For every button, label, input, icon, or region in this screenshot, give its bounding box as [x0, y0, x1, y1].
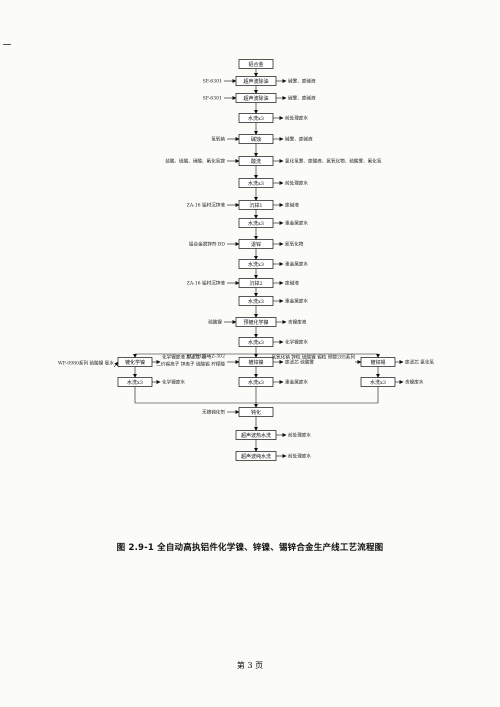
step-s18-label: 超声波热水洗: [241, 432, 271, 439]
binding-mark: [3, 44, 11, 45]
step-s4: [238, 134, 274, 144]
step-s1-label: 超声波除油: [243, 78, 268, 85]
output-s9: 氮氧化物: [285, 241, 304, 248]
output-s16: 重金属废水: [285, 379, 308, 386]
branch-right-output-2: 含镍废水: [405, 379, 424, 386]
step-s7: [238, 200, 274, 210]
input-s11: ZA-16 铝材沉锌液: [187, 280, 226, 287]
branch-right-r1: [360, 357, 396, 367]
step-s19-label: 超声波纯水洗: [241, 453, 271, 460]
branch-right-r1-label: 镀锌锡: [370, 359, 385, 366]
output-s8: 重金属废水: [285, 220, 308, 227]
output-s10: 重金属废水: [285, 261, 308, 268]
step-s0: [238, 59, 274, 69]
branch-left-output-1: 化学镍废液 废滤芯 氨气: [162, 354, 211, 361]
step-s2-label: 超声波除油: [243, 95, 268, 102]
output-s4: 碱雾、废碱液: [285, 136, 313, 143]
output-s7: 废碱液: [285, 202, 299, 209]
branch-right-input: 氢氧化钠 锌粒 硫酸镍 锡粒 侧镀285系列: [271, 354, 355, 361]
output-s3: 前处理废水: [285, 115, 308, 122]
input-extra-s15: 二价锡离子 锌离子 硫酸锡 柠檬酸: [156, 361, 225, 368]
process-flow-diagram: 铝合金超声波除油碱雾、废碱液SF-6301超声波除油碱雾、废碱液SF-6301水…: [58, 59, 434, 461]
step-s16: [238, 377, 274, 387]
step-s10: [238, 259, 274, 269]
step-s6-label: 水洗x3: [248, 180, 264, 187]
page-number: 第 3 页: [236, 661, 264, 670]
step-s15-label: 镀锌镍: [248, 359, 263, 366]
output-s18: 前处理废水: [288, 432, 311, 439]
step-s4-label: 碱蚀: [251, 136, 261, 143]
step-s13: [235, 317, 277, 327]
output-s19: 前处理废水: [288, 453, 311, 460]
diagram-edges: [113, 68, 404, 458]
step-s10-label: 水洗x3: [248, 261, 264, 268]
branch-left-output-2: 化学镍废水: [162, 379, 185, 386]
step-s8: [238, 218, 274, 228]
output-s14: 化学镍废水: [285, 339, 308, 346]
branch-left-input: WF-0980系列 硫酸镍 氨水: [58, 360, 114, 367]
output-s6: 前处理废水: [285, 180, 308, 187]
branch-left-l2: [117, 377, 153, 387]
output-s15: 废滤芯 硫酸雾: [285, 359, 314, 366]
input-s1: SF-6301: [203, 79, 222, 85]
step-s8-label: 水洗x3: [248, 220, 264, 227]
step-s3: [238, 113, 274, 123]
input-s5: 盐酸、硫酸、硝酸、氟化氢铵: [165, 158, 225, 165]
output-s2: 碱雾、废碱液: [288, 95, 316, 102]
step-s17: [238, 407, 274, 417]
branch-left-l2-label: 水洗x3: [127, 379, 143, 386]
branch-left-input-arrow: [113, 361, 119, 368]
step-s16-label: 水洗x3: [248, 379, 264, 386]
output-s12: 重金属废水: [285, 298, 308, 305]
branch-right-output-1: 废滤芯 氯化氢: [405, 359, 434, 366]
step-s9: [238, 239, 274, 249]
output-s5: 氯化氢雾、废酸液、氮氧化物、硫酸雾、氟化氢: [285, 158, 382, 165]
step-s14: [238, 337, 274, 347]
branch-right-r2: [360, 377, 396, 387]
input-s2: SF-6301: [203, 96, 222, 102]
step-s15: [238, 357, 274, 367]
step-s11-label: 沉锌2: [249, 280, 262, 287]
step-s18: [235, 430, 277, 440]
step-s13-label: 预镀化学镍: [243, 319, 268, 326]
step-s5: [238, 156, 274, 166]
output-s1: 碱雾、废碱液: [288, 78, 316, 85]
input-s4: 氢氧钠: [211, 136, 225, 143]
input-s15: ELPHOX-AZ-302: [186, 354, 225, 360]
step-s11: [238, 278, 274, 288]
input-s17: 无铬钝化剂: [202, 409, 225, 416]
step-s6: [238, 178, 274, 188]
step-s12-label: 水洗x3: [248, 298, 264, 305]
step-s14-label: 水洗x3: [248, 339, 264, 346]
input-s7: ZA-16 铝材沉锌液: [187, 202, 226, 209]
step-s12: [238, 296, 274, 306]
step-s19: [235, 451, 277, 461]
input-s13: 硫酸镍: [208, 319, 222, 326]
branch-left-l1-label: 镀化学镍: [125, 359, 145, 366]
branch-right-r2-label: 水洗x3: [370, 379, 386, 386]
input-s9: 铝合金脱锌剂 BD: [189, 241, 225, 248]
output-s13: 含镍废液: [288, 319, 307, 326]
step-s5-label: 酸洗: [251, 158, 261, 165]
branch-left-l1: [117, 357, 153, 367]
step-s1: [235, 76, 277, 86]
step-s17-label: 钝化: [251, 409, 261, 416]
step-s7-label: 沉锌1: [249, 202, 262, 209]
diagram-nodes: 铝合金超声波除油碱雾、废碱液SF-6301超声波除油碱雾、废碱液SF-6301水…: [58, 59, 434, 461]
figure-caption: 图 2.9-1 全自动高执铝件化学镍、锌镍、锡锌合金生产线工艺流程图: [116, 543, 384, 553]
step-s2: [235, 93, 277, 103]
step-s9-label: 退锌: [251, 241, 261, 248]
output-s11: 废碱液: [285, 280, 299, 287]
step-s3-label: 水洗x3: [248, 115, 264, 122]
step-s0-label: 铝合金: [248, 61, 263, 68]
